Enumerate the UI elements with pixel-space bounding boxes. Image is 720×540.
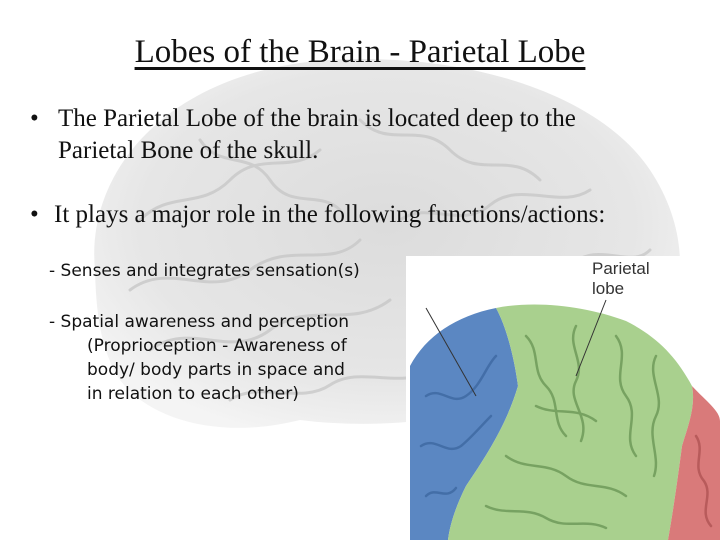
parietal-lobe-label: Parietal lobe	[592, 259, 650, 299]
parietal-lobe-region	[448, 304, 694, 540]
sub-item-spatial: - Spatial awareness and perception	[49, 312, 350, 332]
parietal-lobe-figure	[406, 256, 720, 540]
bullet-location: • The Parietal Lobe of the brain is loca…	[30, 103, 670, 173]
slide-title: Lobes of the Brain - Parietal Lobe	[134, 34, 586, 70]
label-line: lobe	[592, 279, 625, 298]
bullet-line: Parietal Bone of the skull.	[58, 137, 319, 164]
bullet-functions: • It plays a major role in the following…	[30, 199, 700, 235]
bullet-line: The Parietal Lobe of the brain is locate…	[58, 105, 576, 132]
bullet-dot: •	[30, 105, 39, 132]
bullet-dot: •	[30, 201, 39, 228]
sub-item-sensation: - Senses and integrates sensation(s)	[49, 261, 360, 281]
sub-item-continuation: (Proprioception - Awareness of body/ bod…	[87, 334, 407, 406]
continuation-line: (Proprioception - Awareness of	[87, 336, 347, 356]
label-leader-line	[425, 307, 477, 397]
label-line: Parietal	[592, 259, 650, 278]
frontal-lobe-region	[410, 308, 518, 540]
continuation-line: body/ body parts in space and	[87, 360, 345, 380]
bullet-text: It plays a major role in the following f…	[54, 201, 606, 228]
bullet-text: The Parietal Lobe of the brain is locate…	[58, 103, 576, 167]
continuation-line: in relation to each other)	[87, 384, 299, 404]
label-leader-line	[575, 299, 607, 377]
